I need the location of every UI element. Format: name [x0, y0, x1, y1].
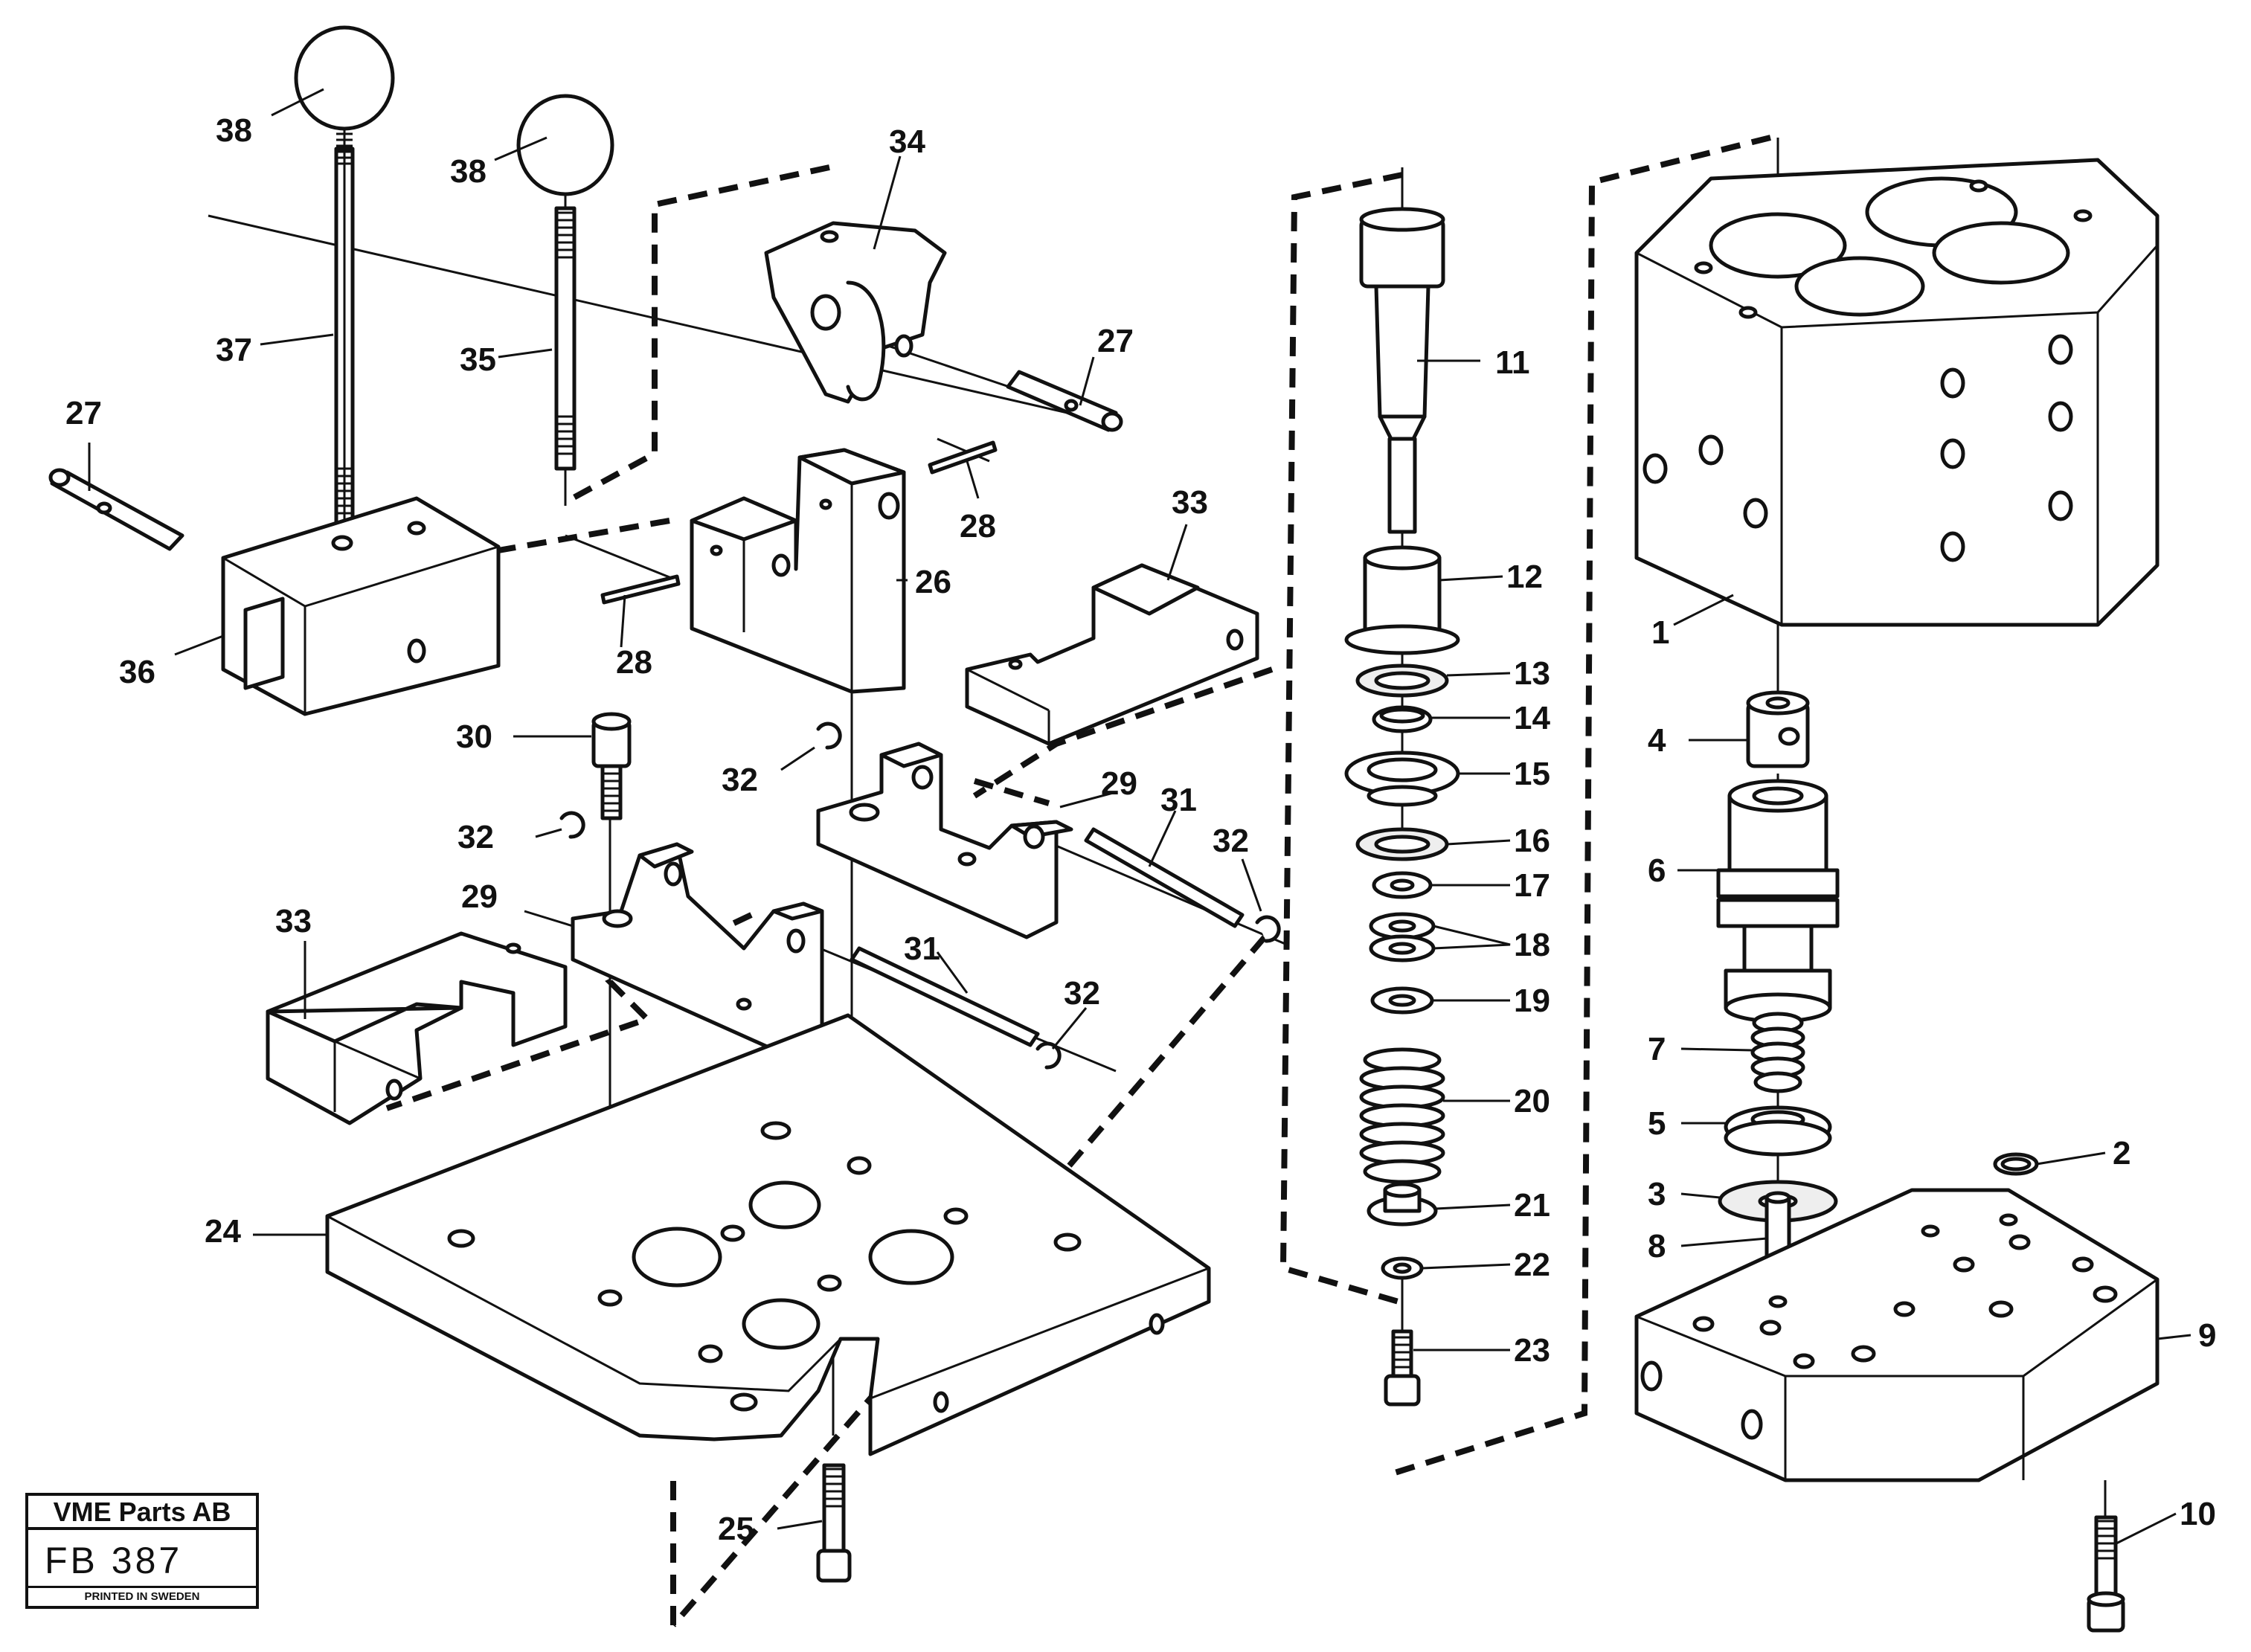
- callout-27-left: 27: [65, 395, 102, 431]
- callout-23: 23: [1514, 1332, 1550, 1369]
- callout-22: 22: [1514, 1247, 1550, 1283]
- callout-24: 24: [205, 1213, 241, 1250]
- bracket-33-lower: [266, 931, 568, 1125]
- ring-14: [1372, 705, 1433, 733]
- circlip-32-a: [816, 721, 842, 750]
- spring-seat-21: [1367, 1182, 1438, 1227]
- callout-12: 12: [1506, 559, 1543, 595]
- callout-13: 13: [1514, 655, 1550, 692]
- circlip-32-b: [559, 811, 585, 839]
- spring-20: [1359, 1047, 1445, 1184]
- washer-22: [1381, 1256, 1424, 1280]
- callout-17: 17: [1514, 867, 1550, 904]
- callout-11: 11: [1495, 344, 1530, 381]
- callout-10: 10: [2180, 1496, 2216, 1532]
- o-ring-2: [1993, 1152, 2039, 1176]
- callout-16: 16: [1514, 823, 1550, 859]
- bracket-29-lower: [571, 842, 824, 1058]
- plunger-11: [1359, 207, 1445, 534]
- callout-30: 30: [456, 719, 492, 755]
- callout-33-lower: 33: [275, 903, 312, 939]
- callout-21: 21: [1514, 1187, 1550, 1224]
- screw-23: [1384, 1329, 1421, 1407]
- circlip-32-c: [1255, 915, 1281, 943]
- cam-34: [764, 221, 947, 404]
- spring-pin-28-upper: [928, 440, 998, 475]
- callout-27-right: 27: [1097, 323, 1134, 359]
- callout-32-d: 32: [1064, 975, 1100, 1012]
- sleeve-12: [1344, 545, 1460, 655]
- callout-6: 6: [1648, 852, 1666, 889]
- callout-36: 36: [119, 654, 155, 690]
- washer-5: [1724, 1105, 1832, 1157]
- pin-31-upper: [1084, 827, 1245, 928]
- spool-sleeve-6: [1716, 779, 1840, 1023]
- pin-31-lower: [850, 946, 1040, 1047]
- end-cover-9: [1634, 1188, 2160, 1482]
- callout-5: 5: [1648, 1105, 1666, 1142]
- valve-housing-1: [1634, 158, 2160, 627]
- drawing-number: FB 387: [45, 1540, 183, 1581]
- cap-screw-10: [2087, 1515, 2125, 1633]
- callout-19: 19: [1514, 983, 1550, 1019]
- callout-8: 8: [1648, 1228, 1666, 1264]
- callout-2: 2: [2113, 1135, 2130, 1171]
- callout-32-a: 32: [722, 762, 758, 798]
- lever-knob-38-b: [516, 94, 614, 196]
- callout-9: 9: [2198, 1317, 2216, 1354]
- spring-pin-28-lower: [600, 574, 681, 605]
- callout-31-upper: 31: [1160, 782, 1197, 818]
- bracket-26: [690, 448, 906, 694]
- callout-28-upper: 28: [960, 508, 996, 544]
- callout-15: 15: [1514, 756, 1550, 792]
- callout-38-left: 38: [216, 112, 252, 149]
- control-lever-35: [554, 206, 577, 471]
- shim-19: [1370, 986, 1434, 1015]
- printed-note: PRINTED IN SWEDEN: [28, 1586, 256, 1606]
- callout-29-upper: 29: [1101, 765, 1137, 802]
- title-block: VME Parts AB FB 387 PRINTED IN SWEDEN: [25, 1493, 259, 1609]
- callout-35: 35: [460, 341, 496, 378]
- callout-14: 14: [1514, 700, 1550, 736]
- callout-38-right: 38: [450, 153, 487, 190]
- cap-screw-30: [591, 712, 632, 820]
- pin-27-right: [1006, 370, 1123, 432]
- callout-31-lower: 31: [904, 931, 940, 967]
- callout-29-lower: 29: [461, 878, 498, 915]
- callout-labels: 38 38 34 37 35 27 27 28 26 33 28 36 30 3…: [65, 112, 2216, 1547]
- company-name: VME Parts AB: [28, 1496, 256, 1530]
- callout-3: 3: [1648, 1176, 1666, 1212]
- lever-bracket-36: [221, 496, 501, 716]
- shims-18: [1369, 912, 1436, 962]
- callout-37: 37: [216, 332, 252, 368]
- lever-knob-38: [294, 25, 395, 131]
- washer-13: [1355, 663, 1449, 698]
- washer-16: [1355, 827, 1449, 861]
- callout-18: 18: [1514, 927, 1550, 963]
- spring-7: [1750, 1012, 1805, 1093]
- shim-17: [1372, 871, 1433, 899]
- callout-33-upper: 33: [1172, 484, 1208, 521]
- callout-34: 34: [889, 123, 925, 160]
- cup-15: [1344, 751, 1460, 807]
- callout-32-c: 32: [1213, 823, 1249, 859]
- callout-28-lower: 28: [616, 644, 652, 681]
- base-plate-24: [325, 1013, 1211, 1456]
- callout-26: 26: [915, 564, 951, 600]
- callout-4: 4: [1648, 722, 1666, 759]
- callout-20: 20: [1514, 1083, 1550, 1119]
- bracket-29-upper: [816, 742, 1073, 939]
- bracket-33-upper: [965, 563, 1259, 746]
- leader-lines: [88, 88, 2191, 1545]
- plug-4: [1746, 690, 1810, 768]
- callout-32-b: 32: [457, 819, 494, 855]
- circlip-32-d: [1035, 1041, 1062, 1070]
- cap-screw-25: [816, 1463, 852, 1583]
- pin-27-left: [48, 468, 184, 551]
- callout-7: 7: [1648, 1031, 1666, 1067]
- callout-1: 1: [1651, 614, 1669, 651]
- callout-25: 25: [718, 1511, 754, 1547]
